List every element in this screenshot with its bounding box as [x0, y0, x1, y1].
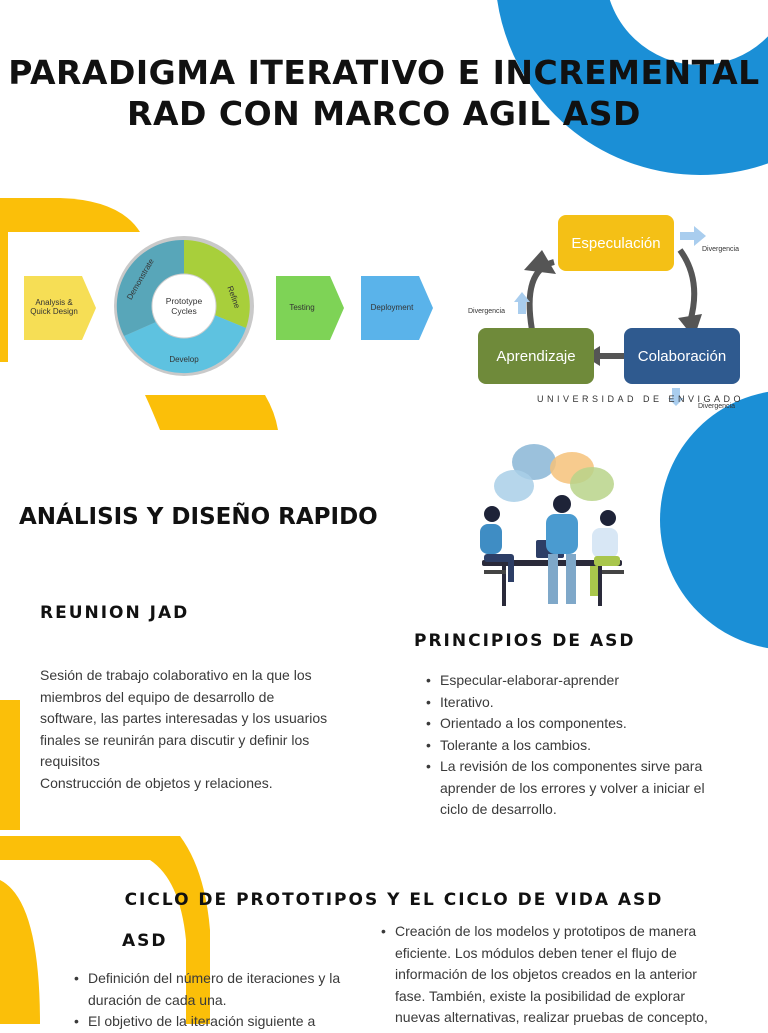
reunion-jad-line: Construcción de objetos y relaciones. [40, 774, 273, 791]
asd-cycle-diagram: Especulación Colaboración Aprendizaje Di… [462, 210, 752, 415]
principios-list: Especular-elaborar-aprender Iterativo. O… [426, 670, 726, 821]
reunion-jad-line: Sesión de trabajo colaborativo en la que… [40, 667, 312, 683]
asd-aprendizaje-box: Aprendizaje [478, 328, 594, 384]
team-illustration [480, 444, 624, 606]
rad-step-testing: Testing [289, 302, 315, 312]
rad-diagram-graphic [24, 236, 433, 376]
list-item: Definición del número de iteraciones y l… [74, 968, 364, 1011]
list-item: Iterativo. [426, 692, 726, 714]
ciclo-left-list: Definición del número de iteraciones y l… [74, 968, 364, 1033]
asd-especulacion-box: Especulación [558, 215, 674, 271]
rad-step-analysis: Analysis & Quick Design [30, 298, 78, 316]
list-item: Creación de los modelos y prototipos de … [381, 921, 731, 1029]
asd-subheading: ASD [122, 931, 168, 951]
reunion-jad-line: requisitos [40, 753, 100, 769]
reunion-jad-line: finales se reunirán para discutir y defi… [40, 731, 310, 748]
asd-university-label: UNIVERSIDAD DE ENVIGADO [537, 394, 745, 404]
title-line-1: PARADIGMA ITERATIVO E INCREMENTAL [8, 53, 760, 92]
list-item: Especular-elaborar-aprender [426, 670, 726, 692]
reunion-jad-text: Sesión de trabajo colaborativo en la que… [40, 665, 370, 794]
list-item: La revisión de los componentes sirve par… [426, 756, 726, 821]
rad-step-deployment: Deployment [370, 302, 414, 312]
principios-heading: PRINCIPIOS DE ASD [414, 631, 636, 651]
list-item: Orientado a los componentes. [426, 713, 726, 735]
asd-divergencia-label-3: Divergencia [698, 403, 735, 410]
list-item: El objetivo de la iteración siguiente a [74, 1011, 364, 1033]
list-item: Tolerante a los cambios. [426, 735, 726, 757]
reunion-jad-heading: REUNION JAD [40, 603, 190, 623]
asd-colaboracion-box: Colaboración [624, 328, 740, 384]
reunion-jad-line: miembros del equipo de desarrollo de [40, 688, 275, 705]
rad-center-label: Prototype Cycles [165, 296, 203, 316]
analisis-heading: ANÁLISIS Y DISEÑO RAPIDO [19, 504, 378, 530]
page-title: PARADIGMA ITERATIVO E INCREMENTAL RAD CO… [0, 52, 768, 134]
asd-divergencia-label-1: Divergencia [702, 246, 739, 253]
title-line-2: RAD CON MARCO AGIL ASD [127, 94, 641, 133]
asd-divergencia-label-2: Divergencia [468, 308, 505, 315]
rad-develop-label: Develop [169, 354, 199, 364]
ciclo-right-list: Creación de los modelos y prototipos de … [381, 921, 731, 1029]
ciclo-heading: CICLO DE PROTOTIPOS Y EL CICLO DE VIDA A… [124, 890, 664, 910]
reunion-jad-line: software, las partes interesadas y los u… [40, 710, 328, 726]
rad-diagram: Analysis & Quick Design Prototype Cycles… [14, 232, 434, 392]
